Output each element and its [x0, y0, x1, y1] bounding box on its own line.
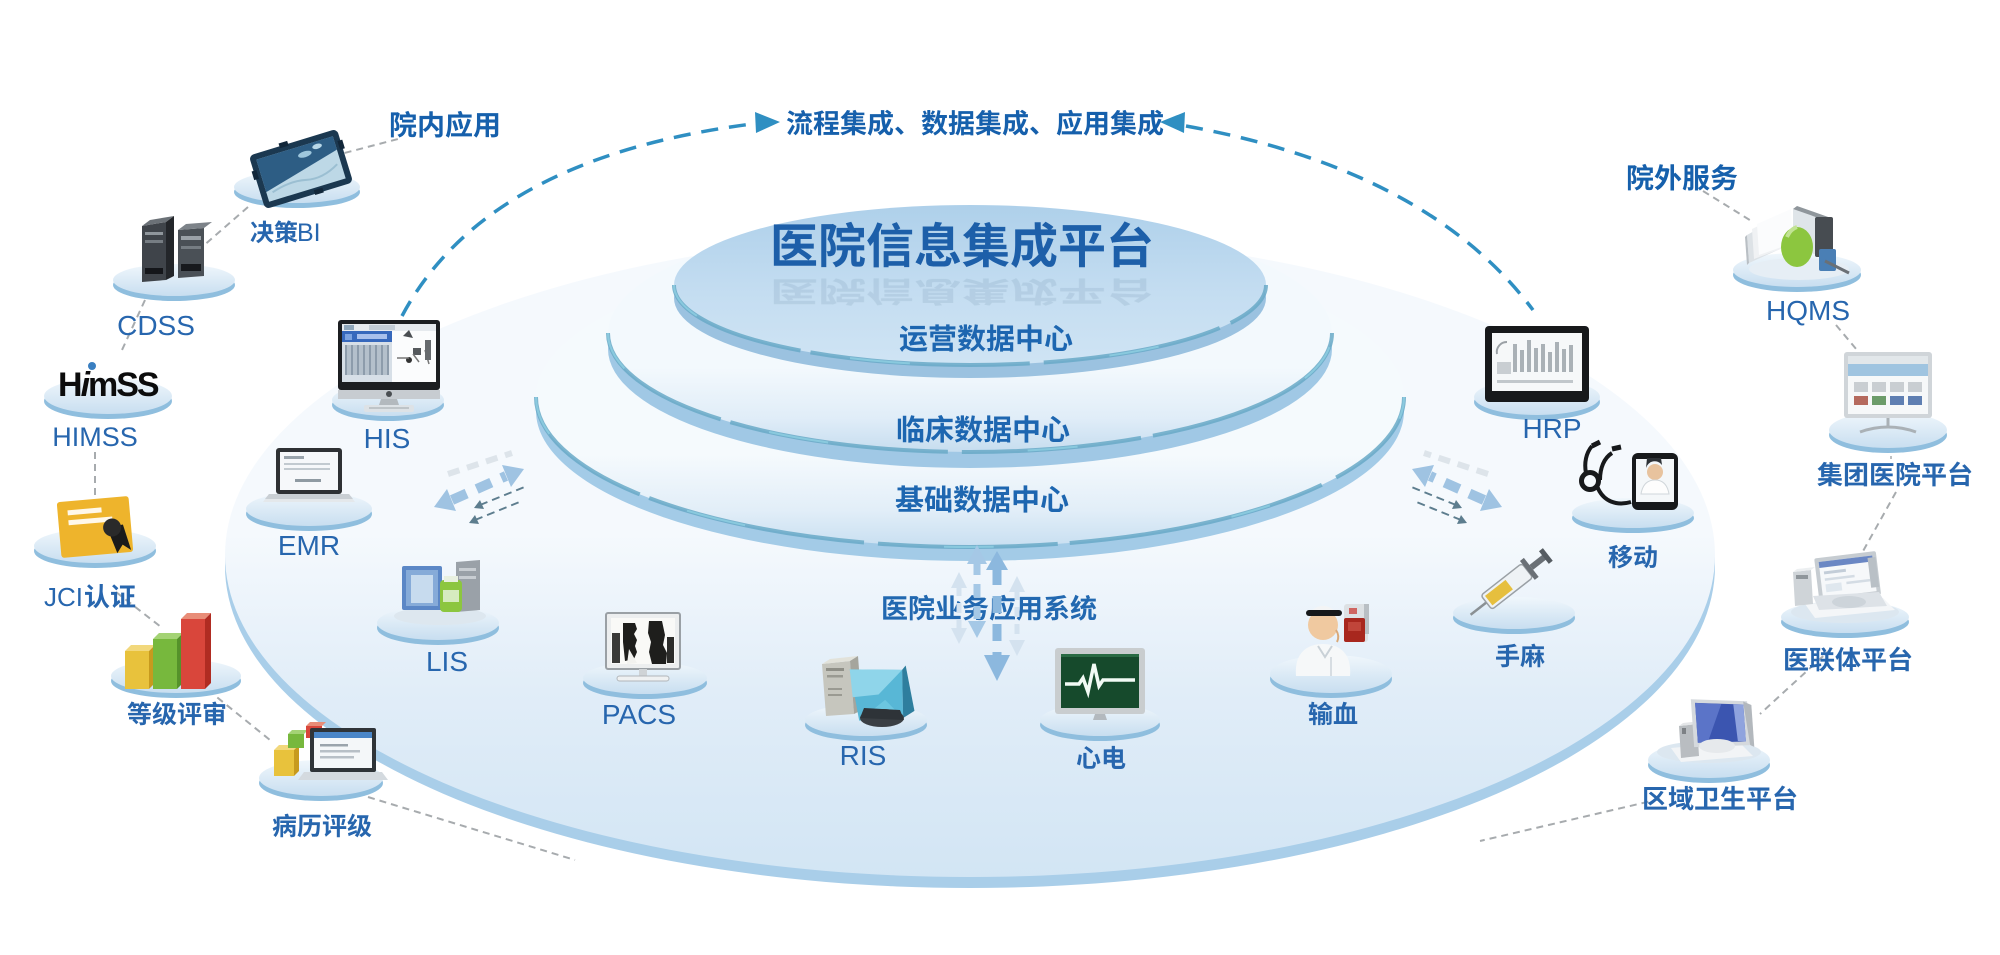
svg-text:BI: BI [297, 219, 321, 247]
svg-text:RIS: RIS [840, 740, 887, 771]
svg-text:JCI: JCI [44, 582, 83, 612]
svg-text:LIS: LIS [426, 646, 468, 677]
svg-text:CDSS: CDSS [117, 310, 195, 341]
svg-text:EMR: EMR [278, 530, 340, 561]
svg-text:HIS: HIS [364, 423, 411, 454]
svg-text:PACS: PACS [602, 699, 676, 730]
svg-text:HQMS: HQMS [1766, 295, 1850, 326]
svg-text:HRP: HRP [1522, 413, 1581, 444]
svg-text:HIMSS: HIMSS [52, 422, 138, 452]
svg-text:HimSS: HimSS [58, 366, 159, 404]
